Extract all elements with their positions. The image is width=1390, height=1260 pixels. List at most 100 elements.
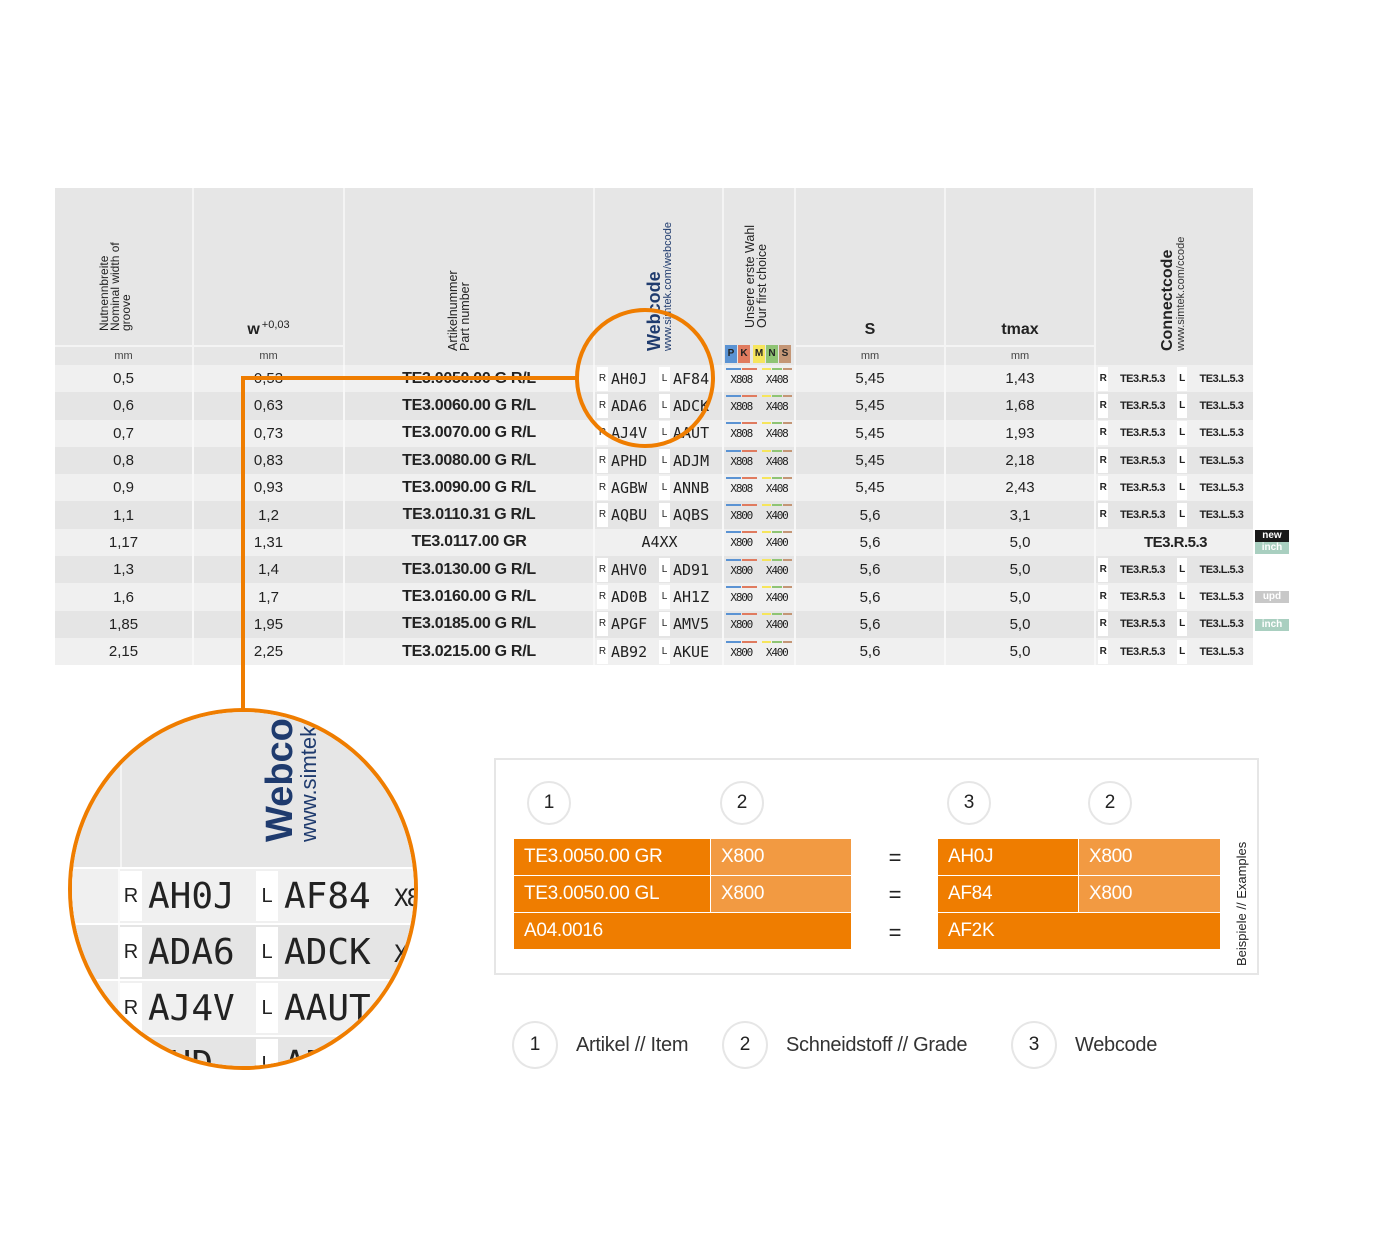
webcode-left[interactable]: AF84	[673, 369, 710, 388]
part-number-cell[interactable]: TE3.0090.00 G R/L	[345, 474, 595, 502]
iso-stripe	[726, 422, 757, 425]
right-hand-marker: R	[597, 475, 608, 500]
webcode-right[interactable]: AH0J	[611, 369, 648, 388]
left-hand-marker: L	[256, 871, 278, 921]
part-number-cell[interactable]: TE3.0185.00 G R/L	[345, 610, 595, 638]
connectcode-url: www.simtek.com/ccode	[1175, 236, 1187, 351]
grade-secondary: X408	[761, 476, 794, 500]
connectcode-left[interactable]: TE3.L.5.3	[1199, 481, 1244, 494]
connectcode-right[interactable]: TE3.R.5.3	[1119, 427, 1166, 440]
part-number-cell[interactable]: TE3.0060.00 G R/L	[345, 392, 595, 420]
part-number-cell[interactable]: TE3.0215.00 G R/L	[345, 637, 595, 666]
webcode-left[interactable]: AAUT	[673, 424, 710, 443]
connectcode-right[interactable]: TE3.R.5.3	[1119, 399, 1166, 412]
webcode-right[interactable]: AD0B	[611, 588, 648, 607]
connectcode-right[interactable]: TE3.R.5.3	[1119, 372, 1166, 385]
grade-primary: X800	[725, 503, 758, 527]
header-part-number: Artikelnummer Part number	[345, 188, 595, 365]
connectcode-left[interactable]: TE3.L.5.3	[1199, 509, 1244, 522]
grade-secondary: X400	[761, 585, 794, 609]
grade-value: X400	[765, 563, 789, 577]
connectcode-value[interactable]: TE3.R.5.3	[1143, 533, 1208, 551]
right-hand-marker: R	[1098, 421, 1108, 446]
connectcode-right[interactable]: TE3.R.5.3	[1119, 509, 1166, 522]
example-item: A04.0016	[514, 913, 851, 949]
webcode-left[interactable]: ADCK	[673, 396, 710, 415]
header-w: w+0,03 mm	[194, 188, 345, 365]
example-item: TE3.0050.00 GR	[514, 839, 710, 875]
webcode-value[interactable]: A4XX	[641, 533, 678, 552]
equals-sign: =	[888, 845, 902, 870]
iso-stripe	[726, 586, 757, 589]
connectcode-right[interactable]: TE3.R.5.3	[1119, 591, 1166, 604]
connectcode-right[interactable]: TE3.R.5.3	[1119, 645, 1166, 658]
grade-secondary: X408	[761, 367, 794, 391]
connectcode-left[interactable]: TE3.L.5.3	[1199, 645, 1244, 658]
s-cell: 5,6	[796, 556, 946, 584]
part-number-cell[interactable]: TE3.0160.00 G R/L	[345, 583, 595, 611]
right-hand-marker: R	[120, 983, 142, 1033]
magnifier-webcode-url: www.simtek	[296, 725, 321, 842]
part-number-cell[interactable]: TE3.0130.00 G R/L	[345, 556, 595, 584]
connectcode-right[interactable]: TE3.R.5.3	[1119, 618, 1166, 631]
header-en: Part number	[458, 282, 472, 351]
webcode-right[interactable]: ADA6	[611, 396, 648, 415]
w-cell: 0,83	[194, 446, 345, 475]
header-w-label: w+0,03	[194, 319, 343, 339]
right-hand-marker: R	[597, 612, 608, 637]
connectcode-left[interactable]: TE3.L.5.3	[1199, 591, 1244, 604]
part-number-cell[interactable]: TE3.0080.00 G R/L	[345, 446, 595, 475]
part-number-cell[interactable]: TE3.0050.00 G R/L	[345, 365, 595, 393]
magnifier-header: Webco www.simtek P	[72, 712, 414, 867]
header-en2: groove	[119, 294, 133, 331]
webcode-right[interactable]: AGBW	[611, 478, 648, 497]
s-cell: 5,6	[796, 501, 946, 529]
left-hand-marker: L	[659, 639, 670, 664]
webcode-left[interactable]: ANNB	[673, 478, 710, 497]
header-nominal-width: Nutnennbreite Nominal width of groove mm	[55, 188, 194, 365]
webcode-right[interactable]: AHV0	[611, 560, 648, 579]
connectcode-left[interactable]: TE3.L.5.3	[1199, 618, 1244, 631]
webcode-left[interactable]: AH1Z	[673, 588, 710, 607]
webcode-right[interactable]: APHD	[611, 451, 648, 470]
part-number-cell[interactable]: TE3.0070.00 G R/L	[345, 419, 595, 447]
connectcode-left[interactable]: TE3.L.5.3	[1199, 454, 1244, 467]
webcode-right[interactable]: AQBU	[611, 506, 648, 525]
webcode-right[interactable]: AJ4V	[611, 424, 648, 443]
connectcode-left[interactable]: TE3.L.5.3	[1199, 563, 1244, 576]
webcode-left[interactable]: AKUE	[673, 642, 710, 661]
right-hand-marker: R	[1098, 612, 1108, 637]
webcode-left[interactable]: AMV5	[673, 615, 710, 634]
connectcode-right[interactable]: TE3.R.5.3	[1119, 563, 1166, 576]
unit-label: mm	[55, 345, 192, 365]
connectcode-right[interactable]: TE3.R.5.3	[1119, 481, 1166, 494]
webcode-right[interactable]: APGF	[611, 615, 648, 634]
connectcode-right[interactable]: TE3.R.5.3	[1119, 454, 1166, 467]
s-cell: 5,45	[796, 474, 946, 502]
part-number-cell[interactable]: TE3.0110.31 G R/L	[345, 501, 595, 529]
connectcode-left[interactable]: TE3.L.5.3	[1199, 427, 1244, 440]
iso-stripe	[761, 422, 792, 425]
w-cell: 1,95	[194, 610, 345, 638]
connectcode-left[interactable]: TE3.L.5.3	[1199, 399, 1244, 412]
w-cell: 0,93	[194, 474, 345, 502]
grade-value: X808	[730, 399, 753, 413]
webcode-right[interactable]: AB92	[611, 642, 648, 661]
webcode-left: AF84	[284, 875, 371, 917]
left-hand-marker: L	[256, 983, 278, 1033]
webcode-left[interactable]: AQBS	[673, 506, 710, 525]
step-circle: 1	[527, 781, 571, 825]
nominal-width-cell: 0,7	[55, 419, 194, 447]
webcode-left[interactable]: ADJM	[673, 451, 710, 470]
part-number-cell[interactable]: TE3.0117.00 GR	[345, 528, 595, 557]
webcode-left[interactable]: AD91	[673, 560, 710, 579]
connectcode-left[interactable]: TE3.L.5.3	[1199, 372, 1244, 385]
